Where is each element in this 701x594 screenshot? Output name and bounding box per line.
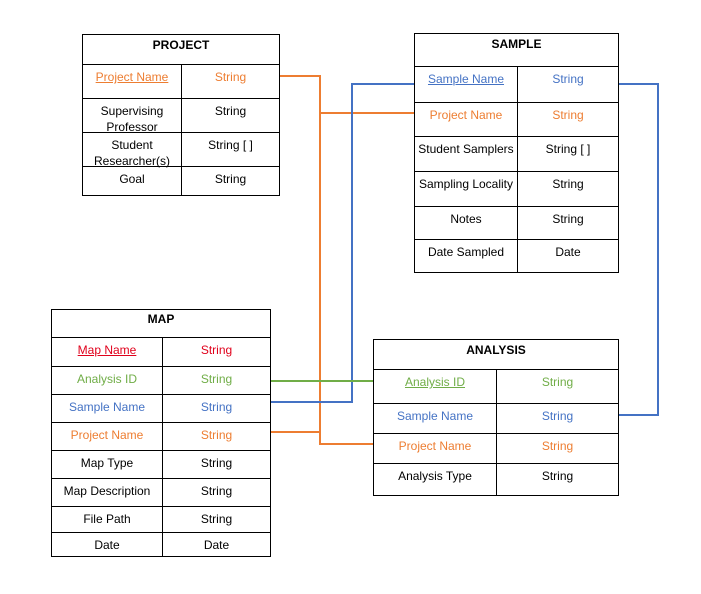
attribute-name: File Path [83, 512, 131, 526]
attribute-row: Supervising Professor String [83, 98, 279, 134]
entity-title: MAP [52, 310, 270, 338]
attribute-name: Map Type [80, 456, 134, 470]
attribute-row: Sample Name String [52, 394, 270, 422]
attribute-name: Student Researcher(s) [93, 138, 171, 168]
attribute-row: Map Name String [52, 338, 270, 366]
entity-title: PROJECT [83, 35, 279, 65]
attribute-type: String [200, 512, 233, 526]
attribute-type: Date [555, 245, 581, 259]
attribute-name: Goal [119, 172, 145, 186]
entity-title: SAMPLE [415, 34, 618, 67]
attribute-row: Project Name String [415, 102, 618, 136]
attribute-name: Map Description [63, 484, 151, 498]
attribute-row: Sample Name String [415, 67, 618, 102]
attribute-row: Sampling Locality String [415, 171, 618, 206]
attribute-name: Student Samplers [418, 142, 514, 156]
attribute-row: Project Name String [83, 65, 279, 98]
attribute-row: Sample Name String [374, 403, 618, 433]
attribute-row: Date Date [52, 532, 270, 557]
attribute-row: Project Name String [374, 433, 618, 463]
attribute-name: Sampling Locality [418, 177, 514, 191]
attribute-type: String [552, 108, 584, 122]
attribute-type: String [541, 469, 574, 483]
attribute-name: Date [94, 538, 120, 552]
attribute-row: File Path String [52, 506, 270, 532]
attribute-name: Supervising Professor [100, 104, 164, 134]
attribute-type: String [541, 375, 574, 389]
attribute-type: String [ ] [545, 142, 591, 156]
attribute-name: Project Name [95, 70, 169, 84]
attribute-row: Project Name String [52, 422, 270, 450]
attribute-row: Date Sampled Date [415, 239, 618, 273]
attribute-type: String [200, 484, 233, 498]
attribute-name: Analysis Type [398, 469, 472, 483]
attribute-type: String [200, 428, 233, 442]
attribute-type: String [200, 343, 233, 357]
entity-title: ANALYSIS [374, 340, 618, 370]
attribute-name: Analysis ID [76, 372, 138, 386]
column-divider [517, 67, 518, 272]
attribute-type: String [552, 177, 584, 191]
attribute-row: Analysis Type String [374, 463, 618, 496]
attribute-type: String [200, 456, 233, 470]
attribute-type: String [541, 409, 574, 423]
attribute-type: String [214, 104, 247, 118]
attribute-type: String [200, 372, 233, 386]
attribute-type: String [214, 172, 247, 186]
attribute-name: Sample Name [68, 400, 146, 414]
attribute-row: Map Type String [52, 450, 270, 478]
column-divider [496, 370, 497, 495]
column-divider [181, 65, 182, 195]
attribute-row: Notes String [415, 206, 618, 239]
attribute-name: Project Name [70, 428, 144, 442]
attribute-name: Map Name [77, 343, 137, 357]
connector-project-to-analysis [319, 113, 373, 445]
attribute-type: String [200, 400, 233, 414]
attribute-name: Notes [450, 212, 482, 226]
attribute-name: Date Sampled [427, 245, 505, 259]
attribute-row: Analysis ID String [374, 370, 618, 403]
connector-project-to-sample [280, 75, 414, 114]
attribute-row: Map Description String [52, 478, 270, 506]
attribute-row: Student Researcher(s) String [ ] [83, 132, 279, 168]
attribute-type: String [541, 439, 574, 453]
attribute-name: Sample Name [427, 72, 505, 86]
attribute-name: Project Name [398, 439, 472, 453]
column-divider [162, 338, 163, 556]
attribute-row: Analysis ID String [52, 366, 270, 394]
attribute-name: Project Name [429, 108, 503, 122]
attribute-type: String [ ] [208, 138, 253, 152]
attribute-type: Date [203, 538, 230, 552]
attribute-row: Student Samplers String [ ] [415, 136, 618, 171]
attribute-row: Goal String [83, 166, 279, 197]
attribute-name: Sample Name [396, 409, 474, 423]
attribute-type: String [552, 212, 584, 226]
attribute-name: Analysis ID [404, 375, 466, 389]
attribute-type: String [552, 72, 584, 86]
attribute-type: String [214, 70, 247, 84]
connector-sample-to-analysis [619, 83, 659, 416]
